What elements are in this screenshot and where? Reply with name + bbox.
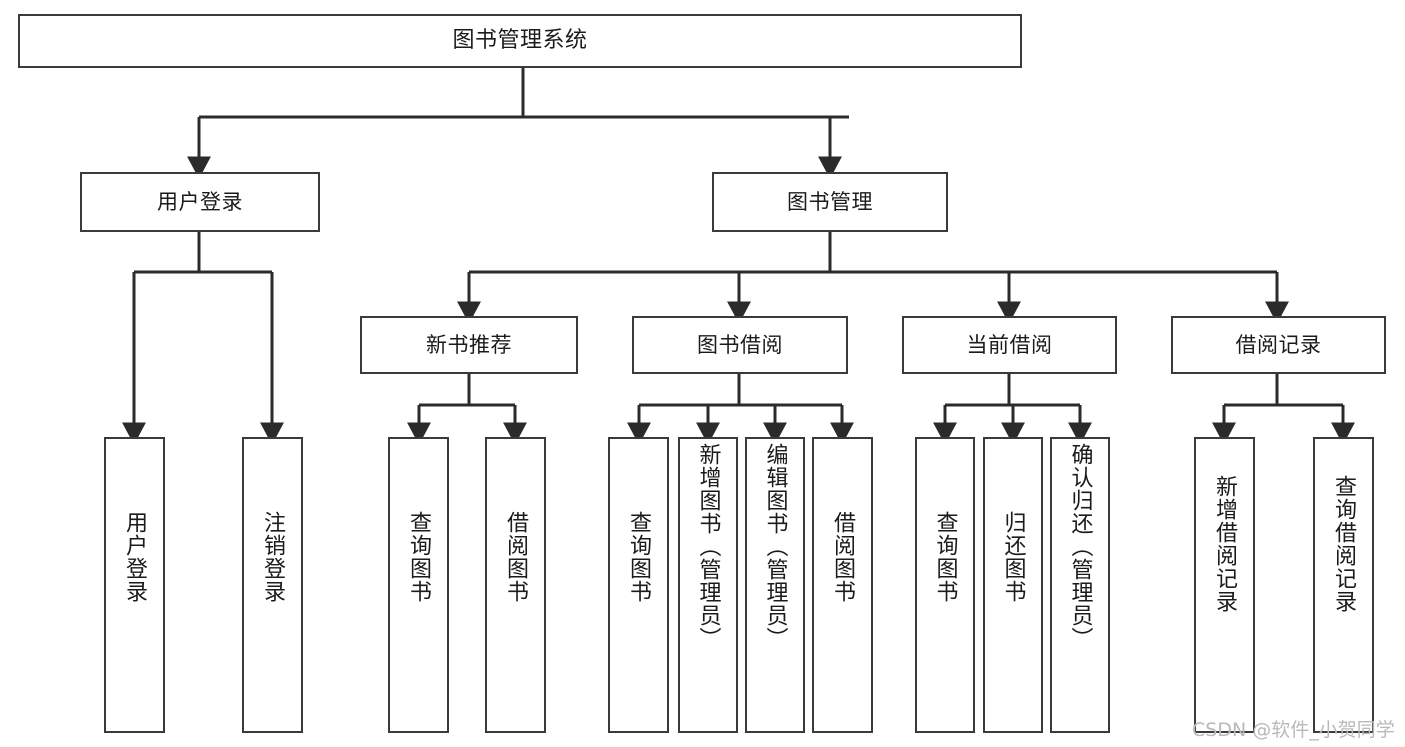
leaf-edit-book-admin[interactable]: 编辑图书（管理员） <box>745 437 805 733</box>
node-new-book-recommend[interactable]: 新书推荐 <box>360 316 578 374</box>
node-new-book-recommend-label: 新书推荐 <box>426 332 512 357</box>
node-borrow-record-label: 借阅记录 <box>1235 332 1322 357</box>
leaf-borrow-book-borrow[interactable]: 借阅图书 <box>812 437 873 733</box>
node-borrow-record[interactable]: 借阅记录 <box>1171 316 1386 374</box>
leaf-return-book[interactable]: 归还图书 <box>983 437 1043 733</box>
node-book-management[interactable]: 图书管理 <box>712 172 948 232</box>
leaf-logout-label: 注销登录 <box>260 511 286 603</box>
leaf-borrow-book-newbook[interactable]: 借阅图书 <box>485 437 546 733</box>
leaf-query-book-current-label: 查询图书 <box>932 511 958 603</box>
leaf-add-book-admin[interactable]: 新增图书（管理员） <box>678 437 738 733</box>
leaf-borrow-book-newbook-label: 借阅图书 <box>503 511 529 603</box>
leaf-edit-book-admin-label: 编辑图书（管理员） <box>762 443 788 650</box>
node-current-borrow-label: 当前借阅 <box>966 332 1053 357</box>
leaf-add-book-admin-label: 新增图书（管理员） <box>695 443 721 650</box>
leaf-return-book-label: 归还图书 <box>1000 511 1026 603</box>
node-user-login[interactable]: 用户登录 <box>80 172 320 232</box>
leaf-logout[interactable]: 注销登录 <box>242 437 303 733</box>
leaf-query-book-current[interactable]: 查询图书 <box>915 437 975 733</box>
node-book-borrow[interactable]: 图书借阅 <box>632 316 848 374</box>
leaf-query-book-borrow[interactable]: 查询图书 <box>608 437 669 733</box>
leaf-borrow-book-borrow-label: 借阅图书 <box>830 511 856 603</box>
leaf-confirm-return-admin[interactable]: 确认归还（管理员） <box>1050 437 1110 733</box>
node-root-book-management-system[interactable]: 图书管理系统 <box>18 14 1022 68</box>
node-book-management-label: 图书管理 <box>787 189 873 214</box>
node-user-login-label: 用户登录 <box>157 189 243 214</box>
leaf-add-borrow-record-label: 新增借阅记录 <box>1212 475 1238 613</box>
node-root-label: 图书管理系统 <box>452 28 588 54</box>
node-current-borrow[interactable]: 当前借阅 <box>902 316 1117 374</box>
leaf-add-borrow-record[interactable]: 新增借阅记录 <box>1194 437 1255 733</box>
leaf-query-book-newbook[interactable]: 查询图书 <box>388 437 449 733</box>
leaf-user-login[interactable]: 用户登录 <box>104 437 165 733</box>
leaf-query-borrow-record-label: 查询借阅记录 <box>1331 475 1357 613</box>
csdn-watermark: CSDN @软件_小贺同学 <box>1192 719 1395 741</box>
leaf-confirm-return-admin-label: 确认归还（管理员） <box>1067 443 1093 650</box>
leaf-query-borrow-record[interactable]: 查询借阅记录 <box>1313 437 1374 733</box>
leaf-query-book-newbook-label: 查询图书 <box>406 511 432 603</box>
leaf-query-book-borrow-label: 查询图书 <box>626 511 652 603</box>
node-book-borrow-label: 图书借阅 <box>697 332 783 357</box>
leaf-user-login-label: 用户登录 <box>122 511 148 603</box>
